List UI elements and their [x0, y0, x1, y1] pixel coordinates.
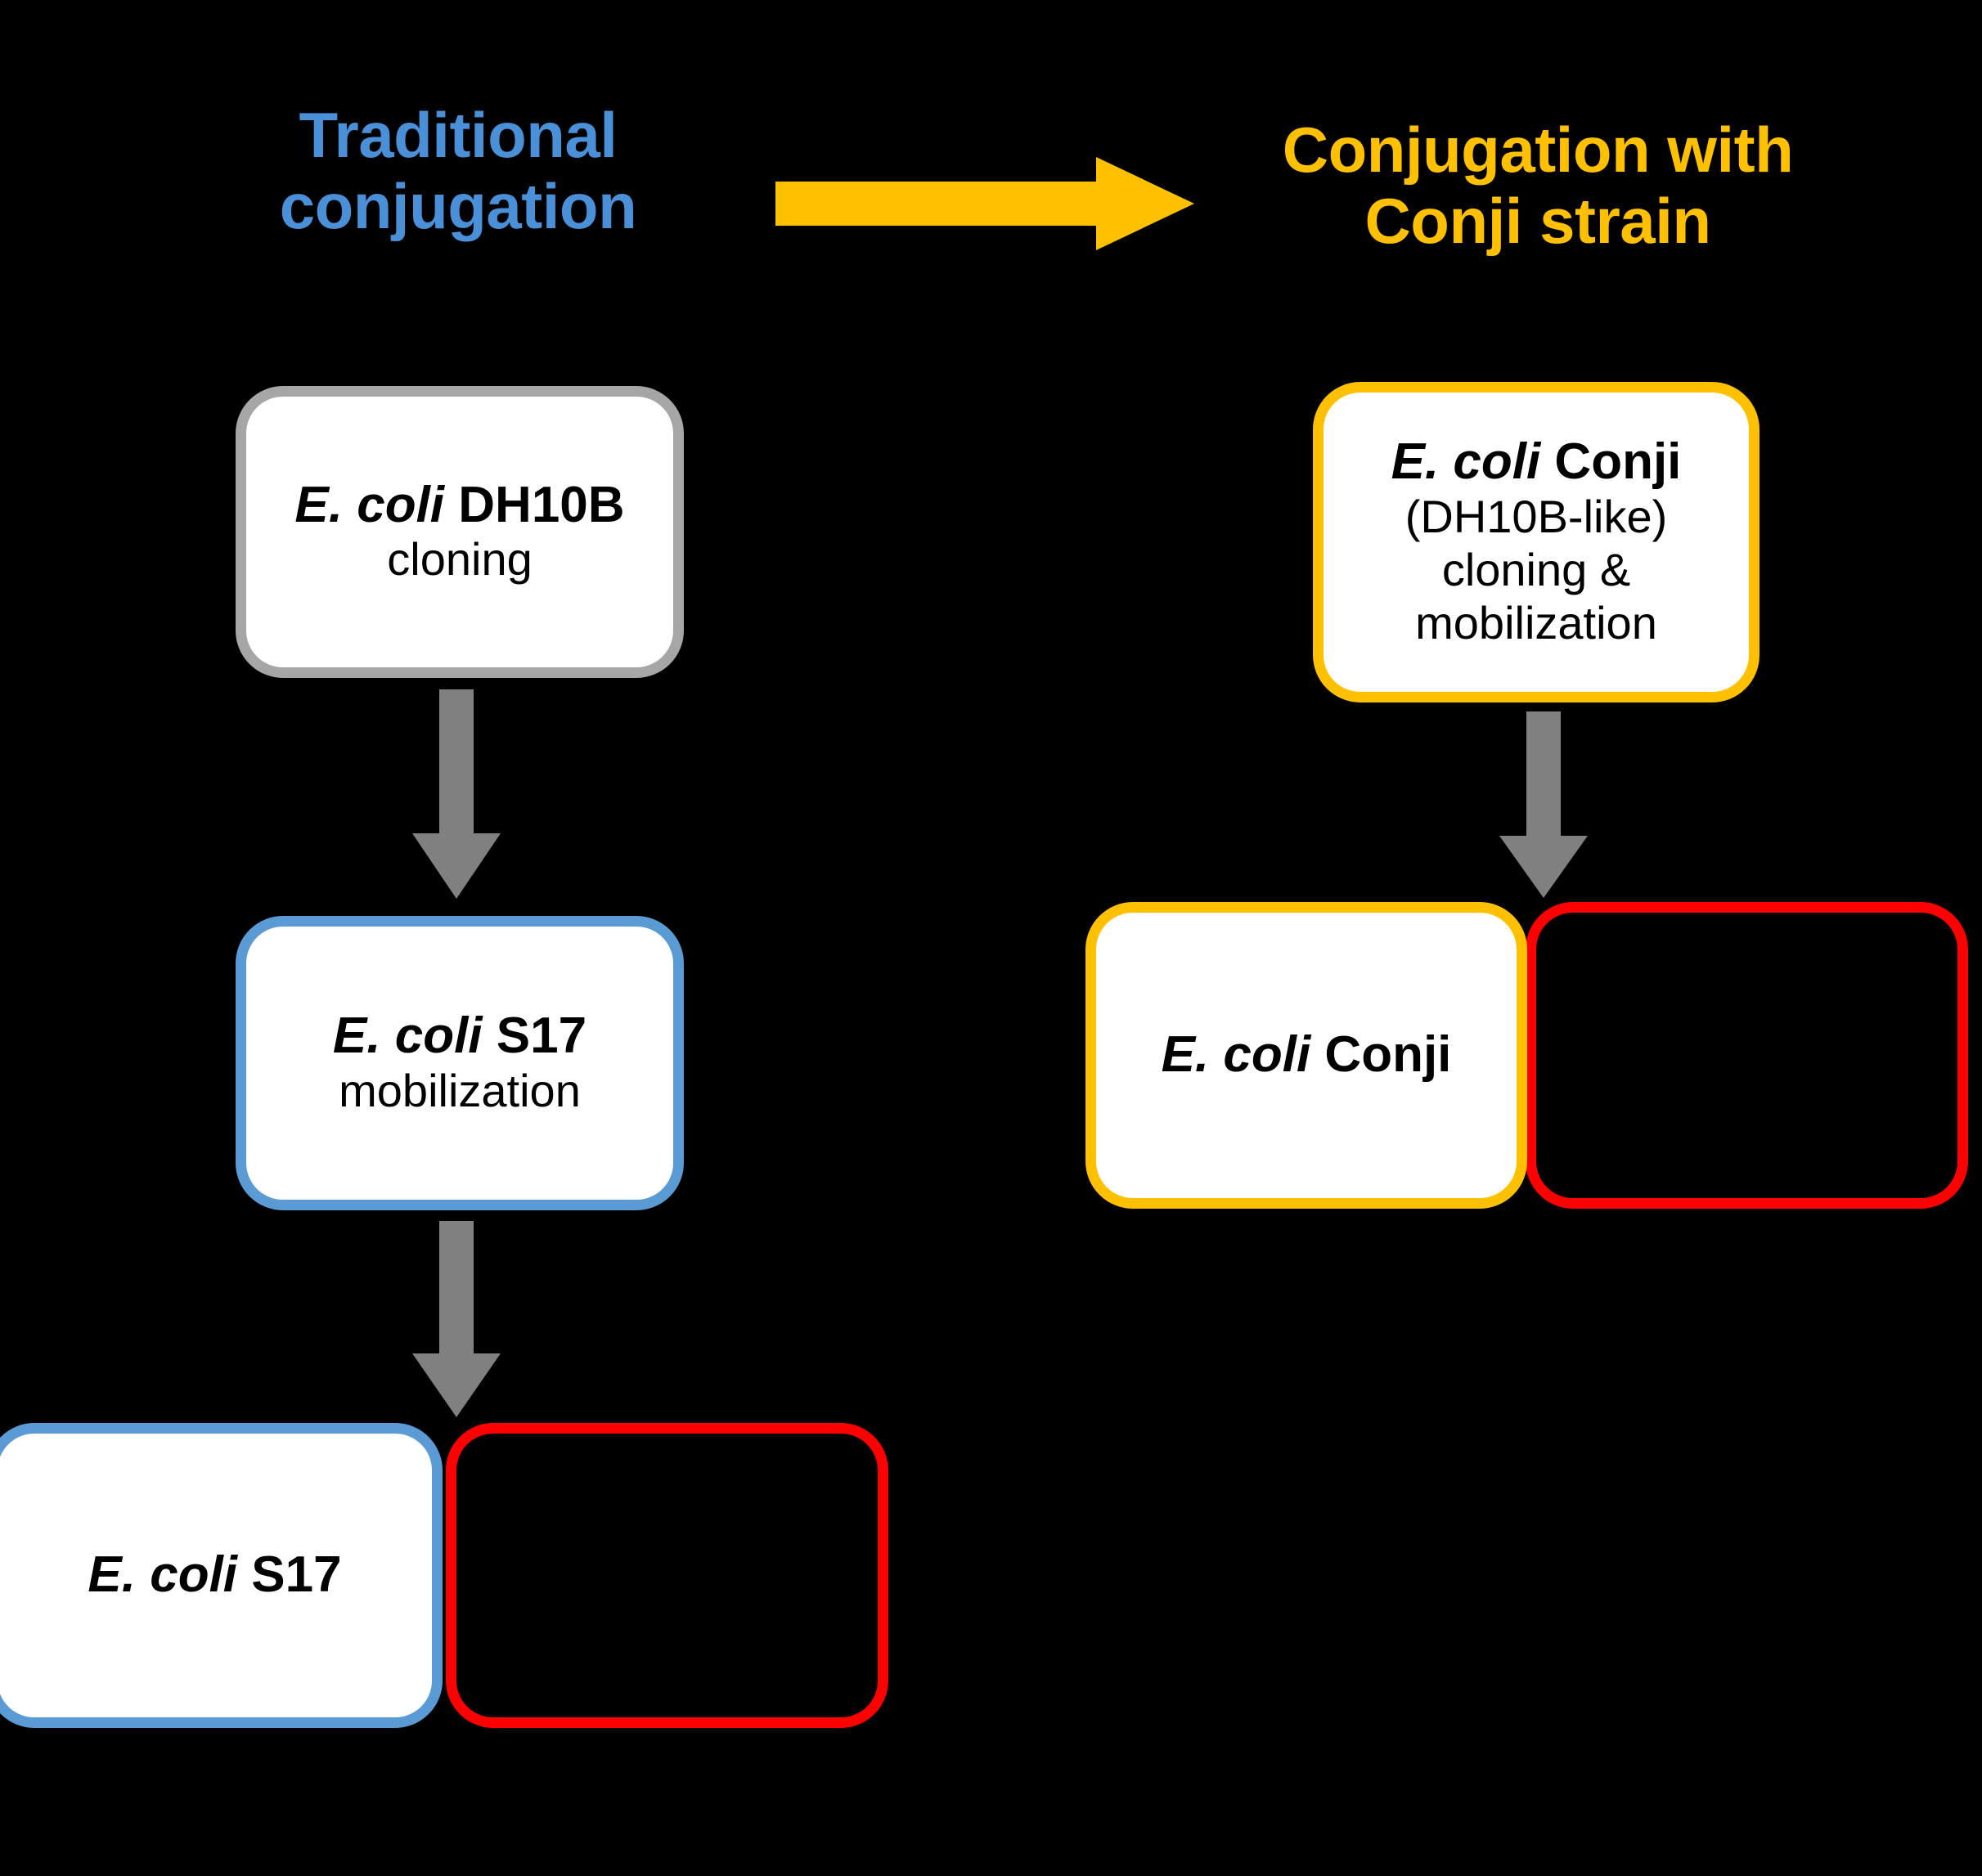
node-recipient-red-left[interactable] — [446, 1423, 888, 1728]
node-dh10b-strain-label: E. coli DH10B — [294, 476, 625, 533]
species-name-italic: E. coli — [1391, 433, 1541, 491]
strain-name: Conji — [1554, 433, 1682, 491]
node-dh10b-function-label: cloning — [387, 533, 533, 586]
node-conji-donor-strain-label: E. coli Conji — [1162, 1027, 1452, 1083]
arrow-down-conji-to-conjugation-icon — [1499, 711, 1588, 898]
node-ecoli-dh10b[interactable]: E. coli DH10B cloning — [236, 386, 684, 678]
arrow-down-dh10b-to-s17-icon — [412, 689, 501, 899]
strain-name: Conji — [1324, 1026, 1452, 1084]
node-conji-function-label: (DH10B-like) cloning & mobilization — [1404, 490, 1668, 649]
strain-name: S17 — [496, 1008, 587, 1065]
column-title-conji: Conjugation with Conji strain — [1282, 114, 1794, 258]
column-title-traditional: Traditional conjugation — [279, 99, 637, 243]
arrow-down-s17-to-conjugation-icon — [412, 1221, 501, 1417]
node-conji-strain-label: E. coli Conji — [1391, 434, 1682, 490]
node-ecoli-s17-donor[interactable]: E. coli S17 — [0, 1423, 443, 1728]
strain-name: S17 — [251, 1546, 342, 1604]
node-s17-function-label: mobilization — [339, 1064, 581, 1116]
species-name-italic: E. coli — [88, 1546, 238, 1604]
species-name-italic: E. coli — [332, 1008, 483, 1065]
species-name-italic: E. coli — [1161, 1026, 1311, 1084]
transition-arrow-right-icon — [775, 157, 1194, 250]
node-recipient-red-right[interactable] — [1526, 902, 1968, 1209]
node-ecoli-s17-mobilization[interactable]: E. coli S17 mobilization — [236, 916, 684, 1210]
node-ecoli-conji[interactable]: E. coli Conji (DH10B-like) cloning & mob… — [1313, 382, 1760, 702]
node-s17-donor-strain-label: E. coli S17 — [88, 1547, 341, 1603]
strain-name: DH10B — [458, 476, 625, 533]
species-name-italic: E. coli — [294, 476, 445, 533]
node-s17-strain-label: E. coli S17 — [333, 1008, 587, 1064]
node-ecoli-conji-donor[interactable]: E. coli Conji — [1085, 902, 1527, 1209]
